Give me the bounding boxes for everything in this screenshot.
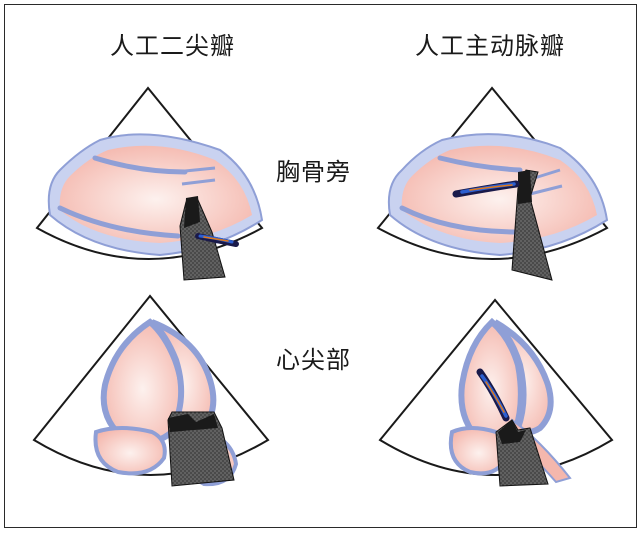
prosthesis-ring: [168, 414, 218, 432]
left-atrium: [93, 426, 167, 476]
septum-line: [437, 155, 523, 173]
posterior-wall: [399, 205, 521, 235]
column-title-mitral: 人工二尖瓣: [110, 32, 235, 60]
prosthesis-ring: [184, 196, 200, 228]
panel-aortic-parasternal: [376, 86, 609, 281]
regurgitant-jet: [452, 180, 520, 198]
regurgitant-jet: [195, 233, 239, 247]
posterior-wall: [57, 205, 181, 239]
panel-aortic-apical: [378, 298, 614, 487]
column-title-aortic: 人工主动脉瓣: [415, 32, 565, 60]
prosthesis-ring: [518, 170, 532, 204]
regurgitant-jet: [476, 368, 510, 422]
ventricle-cavity: [401, 145, 597, 243]
panel-mitral-parasternal: [35, 86, 264, 281]
row-label-parasternal: 胸骨旁: [276, 158, 351, 186]
row-label-apical: 心尖部: [276, 346, 351, 374]
prosthesis-ring: [498, 420, 526, 444]
panel-mitral-apical: [32, 294, 270, 487]
valve-leaflet: [174, 166, 216, 186]
